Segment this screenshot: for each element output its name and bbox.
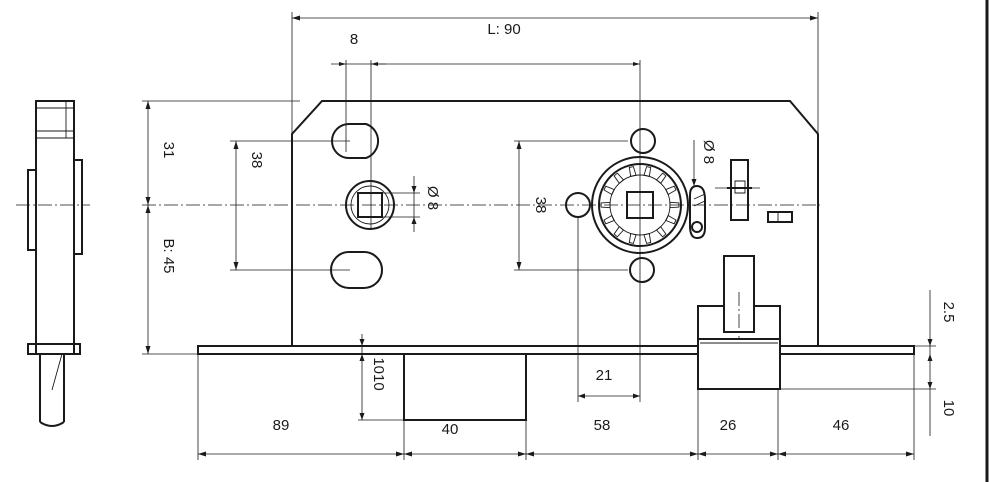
gear-tooth (655, 226, 667, 238)
center-lines (142, 60, 820, 280)
label-length: L: 90 (487, 21, 520, 38)
gear-tooth (613, 226, 625, 238)
label-faceplate-thickness: 2.5 (940, 302, 957, 323)
latch-bolt (403, 353, 527, 421)
gear-tooth (603, 214, 615, 225)
lock-body (291, 100, 819, 346)
lever-spring (715, 159, 760, 221)
label-slot-spacing-right: 38 (532, 197, 549, 214)
label-backset: B: 45 (160, 238, 177, 273)
small-block (767, 211, 793, 223)
label-bolt-width: 26 (720, 417, 737, 434)
gear-tooth (643, 232, 652, 244)
label-spindle-left: Ø 8 (424, 186, 441, 210)
label-right-margin: 46 (833, 417, 850, 434)
label-latch-width: 40 (442, 421, 459, 438)
label-latch-projection: 1010 (370, 357, 387, 390)
gear-tooth (643, 166, 652, 178)
upper-right-hole (630, 128, 656, 154)
dead-bolt (697, 255, 781, 390)
gear-tooth (600, 201, 611, 209)
gear-tooth (665, 185, 677, 196)
gear-tooth (655, 172, 667, 184)
dimension-lines (142, 12, 936, 460)
label-cylinder-offset: 21 (596, 367, 613, 384)
label-slot-spacing-left: 38 (248, 152, 265, 169)
follower-pin (689, 184, 706, 240)
gear-teeth (600, 166, 680, 244)
label-left-margin: 89 (273, 417, 290, 434)
label-center-spacing: 58 (594, 417, 611, 434)
gear-tooth (603, 185, 615, 196)
label-spindle-right: Ø 8 (700, 140, 717, 164)
gear-tooth (613, 172, 625, 184)
label-slot-width: 8 (350, 31, 358, 48)
label-top-offset: 31 (160, 142, 177, 159)
lower-left-slot (330, 251, 383, 289)
gear-tooth (628, 166, 637, 178)
upper-left-slot (331, 123, 380, 159)
dimension-labels: L: 90 8 31 B: 45 38 38 Ø 8 Ø 8 1010 21 8… (160, 21, 957, 438)
lower-right-hole (629, 257, 655, 283)
gear-tooth (669, 201, 680, 209)
gear-tooth (628, 232, 637, 244)
gear-tooth (665, 214, 677, 225)
label-bolt-projection: 10 (940, 400, 957, 417)
faceplate (197, 345, 915, 355)
side-view (16, 100, 90, 427)
